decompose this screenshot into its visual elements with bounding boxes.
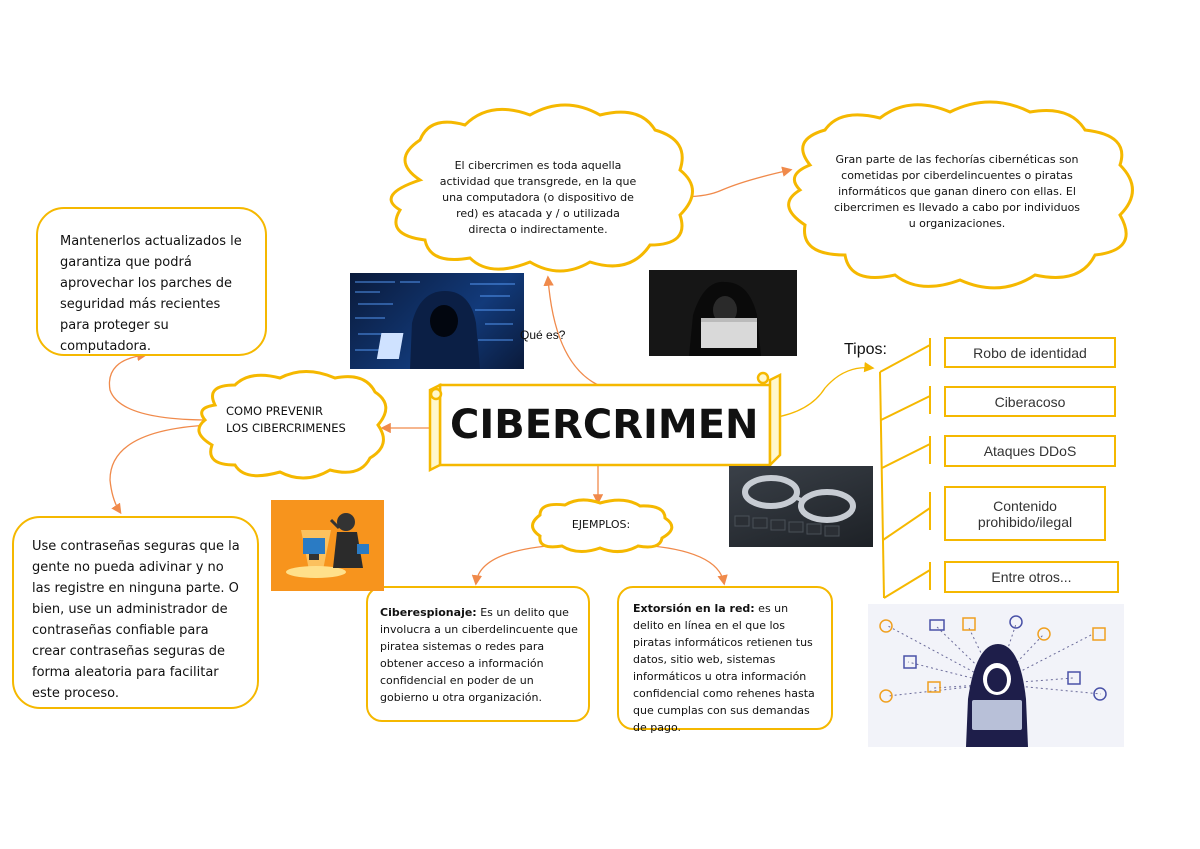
extorsion-text: es un delito en línea en el que los pira… <box>633 602 815 734</box>
ciberespionaje-text: Es un delito que involucra a un ciberdel… <box>380 606 578 704</box>
arrow-to-tip-actualizar <box>108 350 211 421</box>
prevenir-cloud <box>197 370 388 480</box>
extorsion-box: Extorsión en la red: es un delito en lín… <box>617 586 833 734</box>
tipos-label: Tipos: <box>844 341 887 358</box>
handcuffs-keyboard-image <box>729 466 873 547</box>
arrow-to-extorsion <box>639 544 728 586</box>
ejemplos-cloud <box>531 498 674 553</box>
tip-contrasenas-box: Use contraseñas seguras que la gente no … <box>12 516 259 709</box>
tipos-bracket <box>879 338 931 599</box>
ciberespionaje-title: Ciberespionaje: <box>380 606 477 619</box>
prevenir-label: COMO PREVENIR LOS CIBERCRIMENES <box>226 404 346 435</box>
arrow-to-tipos <box>771 361 875 419</box>
definition-cloud <box>389 103 694 273</box>
thief-computer-illustration <box>271 500 384 591</box>
ejemplos-label: EJEMPLOS: <box>571 518 631 531</box>
fechorias-text: Gran parte de las fechorías cibernéticas… <box>833 153 1081 230</box>
title-banner <box>428 371 782 473</box>
ciberespionaje-box: Ciberespionaje: Es un delito que involuc… <box>366 586 590 722</box>
tipo-robo-identidad: Robo de identidad <box>944 337 1116 368</box>
fechorias-cloud <box>787 100 1134 290</box>
tip-actualizar-text: Mantenerlos actualizados le garantiza qu… <box>60 234 242 354</box>
tipo-entre-otros: Entre otros... <box>944 561 1119 593</box>
hacker-laptop-image <box>649 270 797 356</box>
page-title: CIBERCRIMEN <box>450 402 759 448</box>
arrow-to-ciberespionaje <box>471 544 561 586</box>
tip-actualizar-box: Mantenerlos actualizados le garantiza qu… <box>36 207 267 356</box>
extorsion-title: Extorsión en la red: <box>633 602 755 615</box>
tipo-ataques-ddos: Ataques DDoS <box>944 435 1116 467</box>
cyber-threats-illustration <box>868 604 1124 747</box>
tip-contrasenas-text: Use contraseñas seguras que la gente no … <box>32 539 240 701</box>
que-es-label: Qué es? <box>520 328 566 342</box>
hooded-hacker-code-image <box>350 273 524 369</box>
arrow-to-tip-contrasenas <box>109 424 211 515</box>
tipo-ciberacoso: Ciberacoso <box>944 386 1116 417</box>
arrow-to-definition <box>543 275 606 389</box>
definition-text: El cibercrimen es toda aquella actividad… <box>439 159 637 236</box>
tipo-contenido-ilegal: Contenido prohibido/ilegal <box>944 486 1106 541</box>
